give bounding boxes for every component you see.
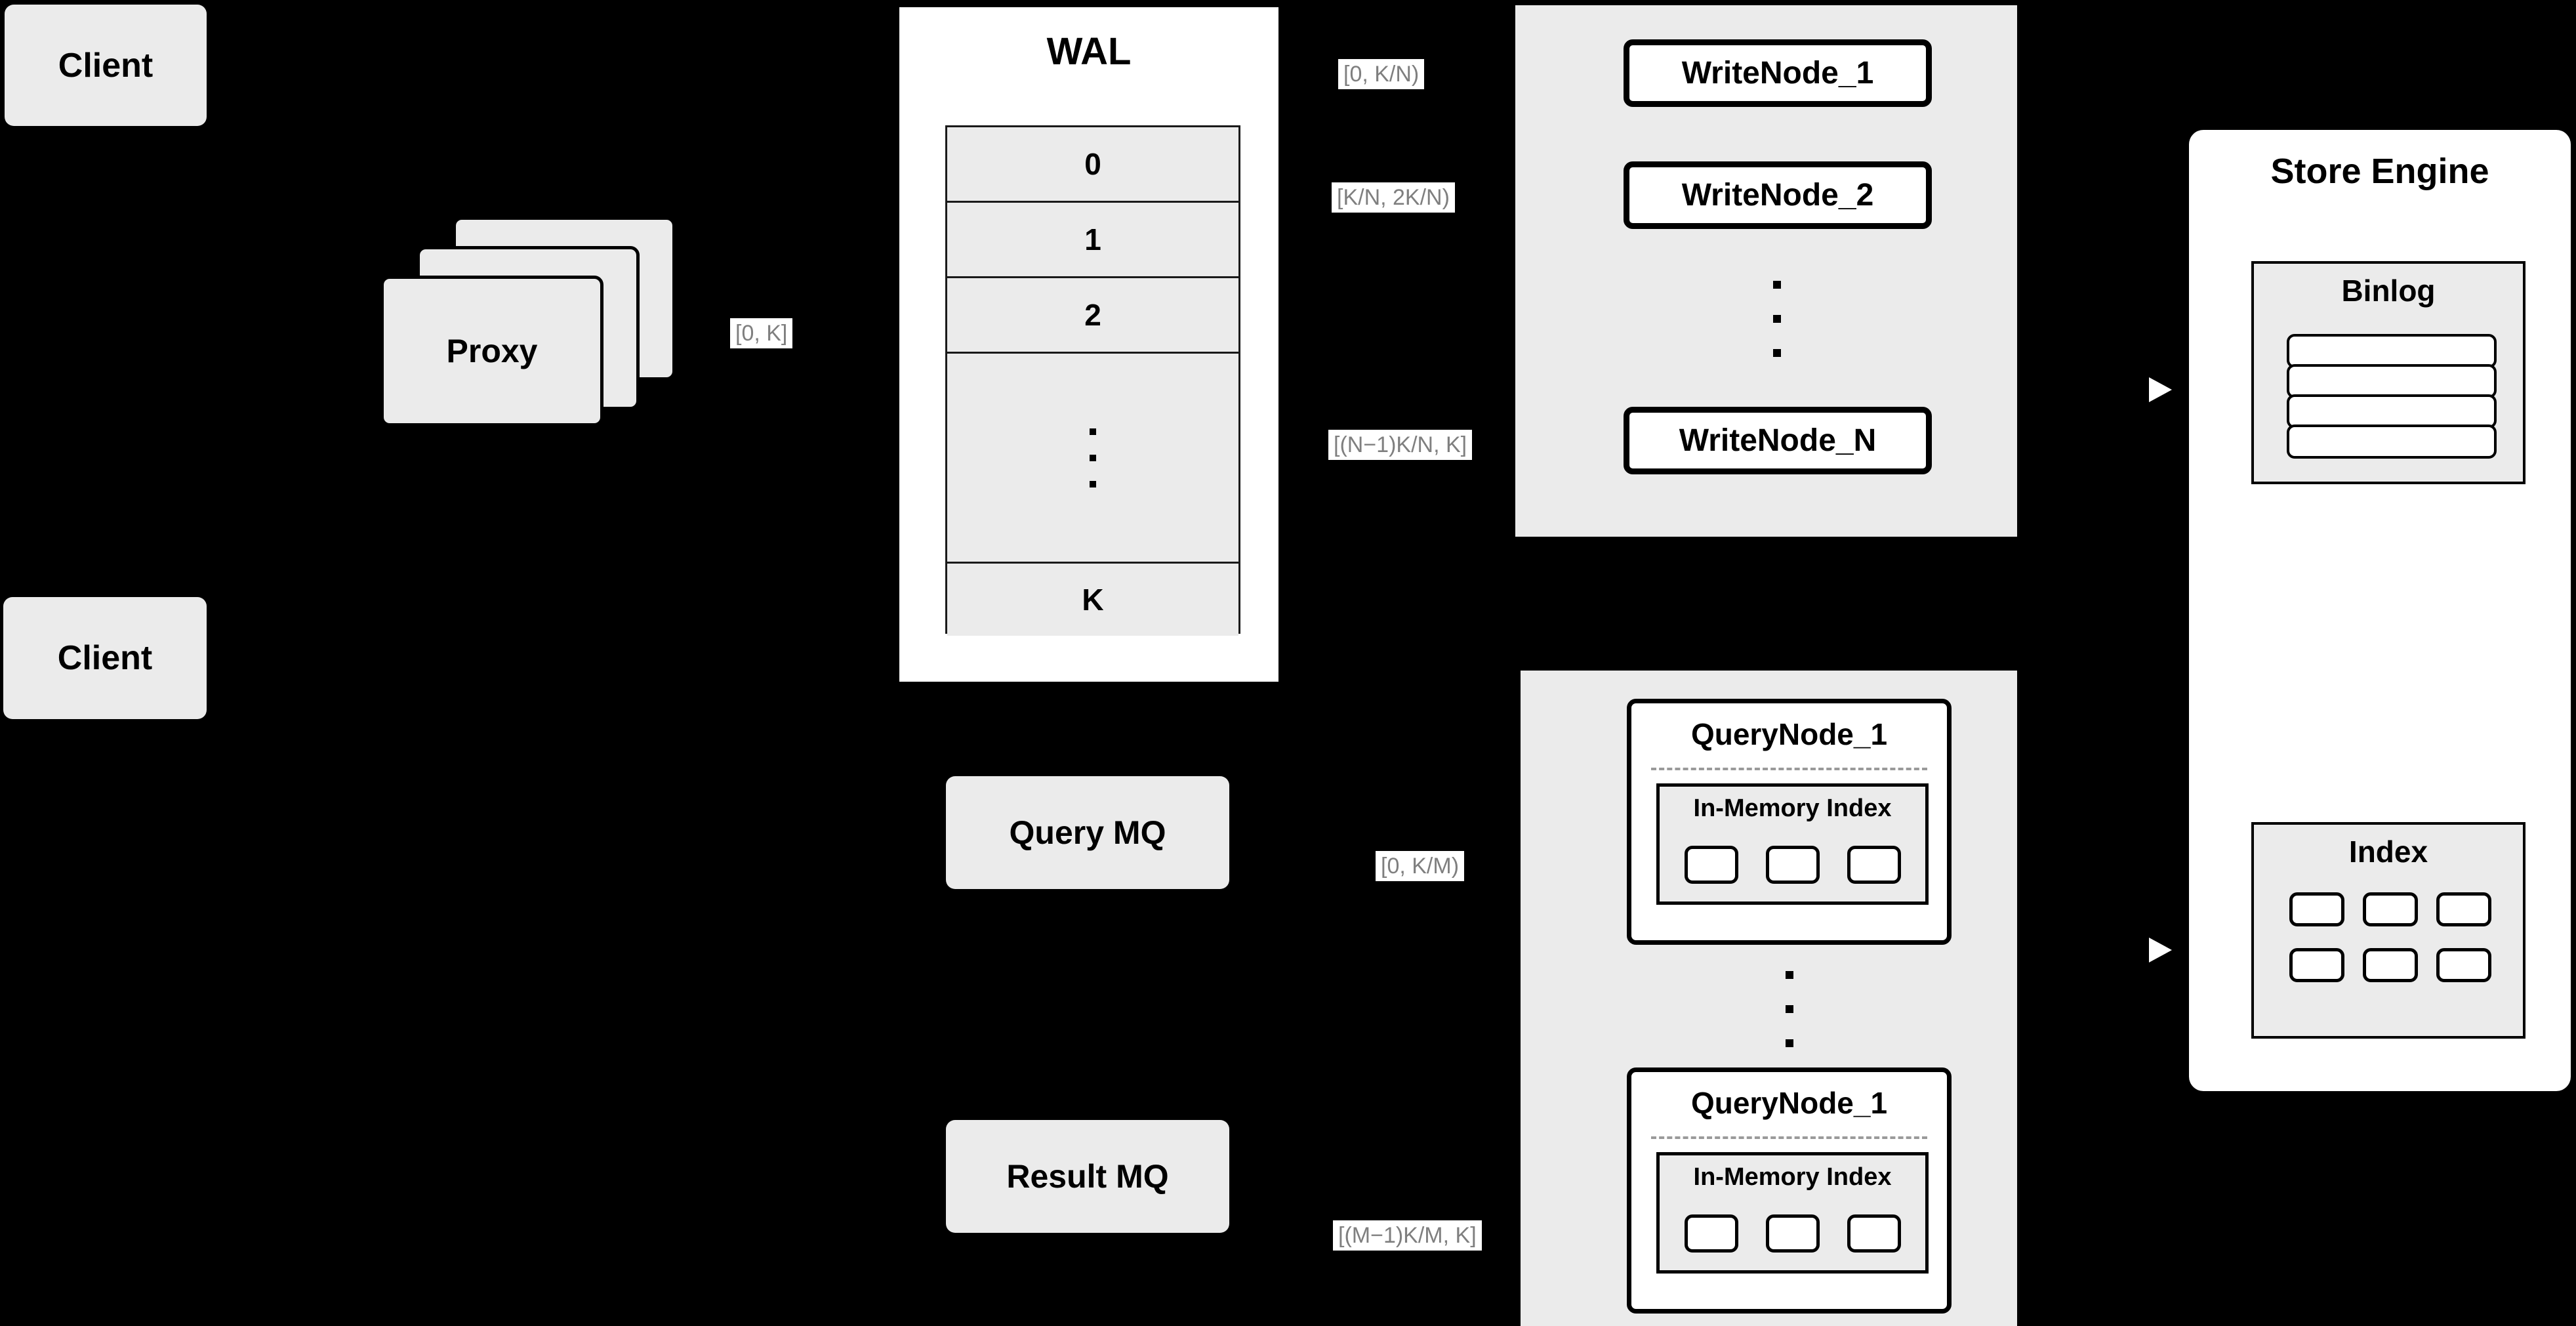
wal-row-1: 1 (947, 203, 1238, 278)
store-index-chip (2289, 948, 2344, 982)
query-node-2-label: QueryNode_1 (1690, 1086, 1888, 1120)
store-engine-panel: Store Engine Binlog Index (2189, 130, 2571, 1091)
write-cluster-ellipsis (1773, 281, 1781, 357)
binlog-title: Binlog (2341, 274, 2436, 308)
query-node-1-divider (1651, 768, 1927, 770)
write-node-n[interactable]: WriteNode_N (1624, 407, 1932, 474)
wal-row-ellipsis (947, 354, 1238, 564)
wal-row-2: 2 (947, 278, 1238, 354)
index-chip (1847, 1214, 1901, 1253)
proxy-card[interactable]: Proxy (380, 276, 603, 426)
client-box-2[interactable]: Client (3, 597, 207, 719)
query-node-2-in-memory-index: In-Memory Index (1656, 1152, 1929, 1274)
proxy-label: Proxy (446, 333, 538, 369)
binlog-row (2287, 334, 2497, 368)
querynode-1-range-label: [0, K/M) (1376, 851, 1465, 881)
store-index-panel[interactable]: Index (2251, 822, 2525, 1039)
query-node-1[interactable]: QueryNode_1 In-Memory Index (1627, 699, 1952, 945)
index-chip (1766, 846, 1820, 884)
store-index-chip (2363, 892, 2418, 926)
index-chip (1766, 1214, 1820, 1253)
wal-panel: WAL 0 1 2 K (895, 3, 1282, 686)
querynode-2-range-label: [(M−1)K/M, K] (1333, 1220, 1482, 1251)
wal-title: WAL (1046, 30, 1132, 73)
client-label-2: Client (57, 639, 153, 677)
index-chip (1685, 846, 1738, 884)
result-mq-label: Result MQ (1006, 1158, 1169, 1195)
binlog-row (2287, 425, 2497, 459)
query-mq-label: Query MQ (1009, 814, 1166, 851)
wal-row-k: K (947, 564, 1238, 636)
query-node-1-label: QueryNode_1 (1690, 717, 1888, 751)
writenode-1-range-label: [0, K/N) (1338, 59, 1425, 89)
write-node-2[interactable]: WriteNode_2 (1624, 161, 1932, 229)
wal-table: 0 1 2 K (945, 125, 1240, 636)
query-node-2[interactable]: QueryNode_1 In-Memory Index (1627, 1067, 1952, 1314)
query-cluster-panel: QueryNode_1 In-Memory Index QueryNode_1 … (1521, 671, 2017, 1326)
writenode-n-range-label: [(N−1)K/N, K] (1328, 430, 1473, 460)
store-engine-title: Store Engine (2270, 152, 2489, 191)
client-box-1[interactable]: Client (5, 5, 207, 126)
proxy-stack[interactable]: Proxy (380, 217, 682, 433)
binlog-row (2287, 364, 2497, 398)
write-node-1[interactable]: WriteNode_1 (1624, 39, 1932, 107)
client-label-1: Client (58, 46, 153, 85)
write-cluster-panel: WriteNode_1 WriteNode_2 WriteNode_N (1515, 5, 2017, 537)
query-node-2-index-title: In-Memory Index (1693, 1163, 1892, 1191)
store-index-title: Index (2348, 835, 2428, 869)
wal-row-0: 0 (947, 127, 1238, 203)
store-index-chip (2436, 948, 2491, 982)
store-index-chip (2289, 892, 2344, 926)
query-node-2-divider (1651, 1136, 1927, 1139)
result-mq-box[interactable]: Result MQ (946, 1120, 1229, 1233)
binlog-row (2287, 394, 2497, 428)
index-chip (1847, 846, 1901, 884)
query-node-1-index-title: In-Memory Index (1693, 795, 1892, 822)
store-index-chip (2363, 948, 2418, 982)
write-node-1-label: WriteNode_1 (1681, 56, 1874, 91)
query-mq-box[interactable]: Query MQ (946, 776, 1229, 889)
write-node-2-label: WriteNode_2 (1681, 178, 1874, 213)
proxy-to-wal-range-label: [0, K] (730, 318, 793, 348)
query-node-1-in-memory-index: In-Memory Index (1656, 783, 1929, 905)
write-node-n-label: WriteNode_N (1679, 423, 1877, 458)
arrow-to-binlog (2087, 373, 2196, 407)
arrow-to-index (2087, 933, 2196, 967)
query-cluster-ellipsis (1786, 971, 1793, 1047)
binlog-panel[interactable]: Binlog (2251, 261, 2525, 484)
writenode-2-range-label: [K/N, 2K/N) (1332, 182, 1455, 213)
store-index-chip (2436, 892, 2491, 926)
index-chip (1685, 1214, 1738, 1253)
